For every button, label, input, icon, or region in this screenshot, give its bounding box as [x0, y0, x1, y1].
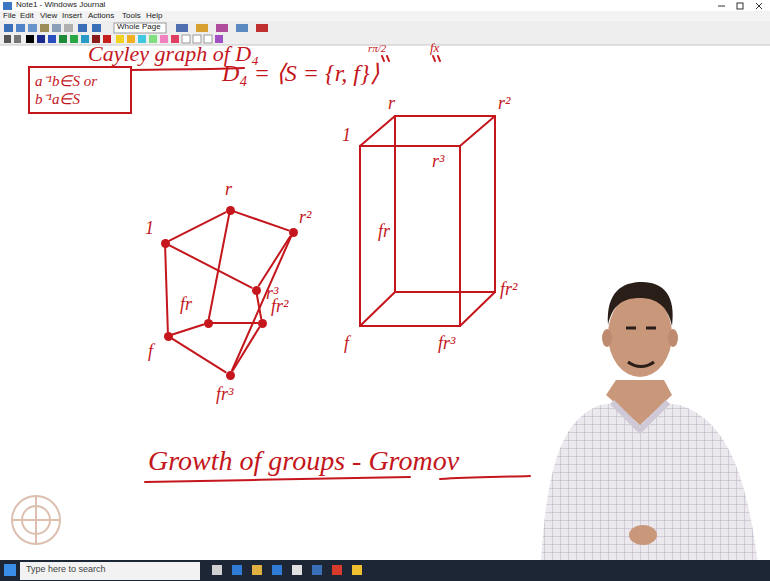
generator-note: rπ/2 — [368, 42, 386, 54]
menu-bar — [0, 11, 770, 21]
cube-vertex-label: 1 — [342, 126, 351, 146]
condition-box: a⁻¹b∈S or b⁻¹a∈S — [28, 66, 132, 114]
cube-vertex-label: f — [344, 334, 349, 354]
vertex-label: fr — [180, 295, 192, 315]
graph-vertex: fr — [204, 319, 213, 328]
window-title: Note1 - Windows Journal — [16, 1, 105, 10]
cube-vertex-label: r — [388, 94, 395, 114]
vertex-label: 1 — [145, 219, 154, 239]
graph-edge — [232, 237, 291, 371]
graph-edge — [259, 237, 290, 286]
graph-vertex: fr² — [258, 319, 267, 328]
cube-vertex-label: r² — [498, 94, 510, 114]
graph-vertex: fr³ — [226, 371, 235, 380]
graph-edge — [173, 339, 226, 372]
search-placeholder: Type here to search — [26, 565, 106, 575]
graph-vertex: r — [226, 206, 235, 215]
vertex-label: fr² — [271, 297, 288, 317]
graph-edge — [170, 212, 226, 240]
group-equation: D₄ = ⟨S = {r, f}⟩ — [222, 60, 379, 86]
taskbar — [0, 560, 770, 581]
cube-vertex-label: fr² — [500, 280, 517, 300]
graph-edge — [257, 295, 261, 319]
title-bar — [0, 0, 770, 11]
vertex-label: r — [225, 180, 232, 200]
cube-vertex-label: fr — [378, 222, 390, 242]
cube-drawing — [360, 116, 495, 326]
taskbar-icons — [212, 565, 362, 575]
menu-item: Edit — [20, 12, 34, 21]
vertex-label: r² — [299, 208, 311, 228]
watermark-logo — [12, 496, 60, 544]
menu-item: View — [40, 12, 57, 21]
graph-edge — [173, 324, 204, 334]
graph-edge — [235, 212, 289, 231]
start-button — [4, 564, 16, 576]
cube-vertex-label: r³ — [432, 152, 444, 172]
graph-vertex: f — [164, 332, 173, 341]
graph-vertex: 1 — [161, 239, 170, 248]
vertex-label: fr³ — [216, 385, 233, 405]
window-buttons — [718, 3, 762, 9]
topic-heading: Growth of groups - Gromov — [148, 446, 459, 477]
menu-item: Actions — [88, 12, 114, 21]
graph-edge — [213, 322, 258, 324]
menu-item: File — [3, 12, 16, 21]
toolbar-icons — [4, 23, 268, 43]
search-box — [20, 562, 200, 580]
graph-edge — [209, 215, 229, 319]
condition-text: a⁻¹b∈S or b⁻¹a∈S — [35, 72, 125, 108]
menu-item: Help — [146, 12, 162, 21]
graph-edge — [233, 328, 259, 371]
menu-item: Tools — [122, 12, 141, 21]
presenter — [540, 282, 760, 581]
graph-vertex: r² — [289, 228, 298, 237]
zoom-dropdown: Whole Page — [117, 23, 161, 32]
vertex-label: f — [148, 342, 153, 362]
handwritten-strokes — [84, 56, 530, 482]
graph-vertex: r³ — [252, 286, 261, 295]
menu-item: Insert — [62, 12, 82, 21]
graph-edge — [165, 248, 168, 332]
graph-edge — [170, 245, 252, 287]
app-icon — [3, 2, 12, 10]
cube-vertex-label: fr³ — [438, 334, 455, 354]
generator-note: fx — [430, 41, 439, 55]
